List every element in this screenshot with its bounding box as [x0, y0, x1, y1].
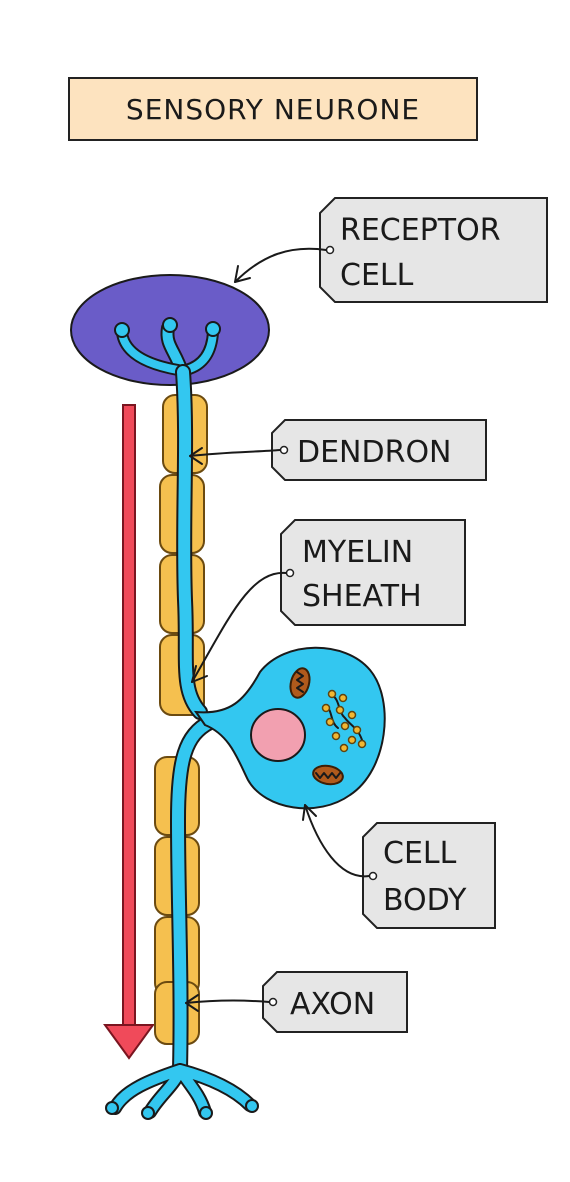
label-axon-text: AXON	[290, 987, 375, 1022]
label-cellbody-line1: CELL	[383, 836, 457, 871]
label-cellbody-line2: BODY	[383, 883, 467, 918]
label-receptor-line1: RECEPTOR	[340, 213, 501, 248]
diagram-title: SENSORY NEURONE	[126, 93, 420, 126]
axon	[169, 714, 218, 1078]
label-receptor-cell: RECEPTOR CELL	[234, 197, 548, 303]
label-dendron: DENDRON	[189, 419, 487, 481]
nucleus	[250, 708, 306, 762]
axon-terminals	[105, 1063, 259, 1120]
label-myelin-sheath: MYELIN SHEATH	[191, 519, 466, 683]
cell-body	[193, 646, 386, 810]
impulse-direction-arrow	[103, 404, 155, 1060]
label-myelin-line1: MYELIN	[302, 535, 413, 570]
label-dendron-text: DENDRON	[297, 435, 452, 470]
label-axon: AXON	[185, 971, 408, 1033]
dendron	[175, 364, 208, 720]
golgi-ribosomes	[321, 689, 367, 753]
title-box: SENSORY NEURONE	[68, 77, 478, 141]
label-cell-body: CELL BODY	[302, 804, 496, 929]
label-receptor-line2: CELL	[340, 258, 414, 293]
label-myelin-line2: SHEATH	[302, 579, 422, 614]
mitochondria	[289, 667, 344, 786]
